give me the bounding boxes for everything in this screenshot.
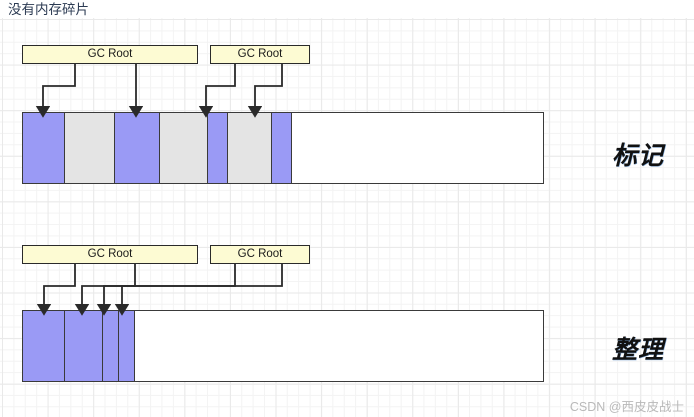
memory-bar bbox=[22, 112, 544, 184]
memory-block-dead bbox=[160, 113, 209, 183]
gc-root-box: GC Root bbox=[210, 45, 310, 64]
memory-block-dead bbox=[228, 113, 273, 183]
memory-bar bbox=[22, 310, 544, 382]
memory-block-live bbox=[102, 311, 119, 381]
memory-block-free bbox=[291, 113, 543, 183]
memory-block-live bbox=[208, 113, 229, 183]
memory-block-live bbox=[114, 113, 161, 183]
memory-block-live bbox=[118, 311, 135, 381]
gc-root-box: GC Root bbox=[210, 245, 310, 264]
memory-block-dead bbox=[64, 113, 115, 183]
memory-block-live bbox=[272, 113, 292, 183]
memory-block-live bbox=[64, 311, 103, 381]
phase-label: 整理 bbox=[612, 336, 665, 364]
memory-block-live bbox=[23, 311, 65, 381]
memory-block-live bbox=[23, 113, 65, 183]
watermark: CSDN @西皮皮战士 bbox=[569, 400, 684, 414]
page-title: 没有内存碎片 bbox=[8, 2, 89, 17]
gc-root-box: GC Root bbox=[22, 45, 198, 64]
phase-label: 标记 bbox=[612, 142, 665, 170]
gc-root-box: GC Root bbox=[22, 245, 198, 264]
memory-block-free bbox=[134, 311, 543, 381]
